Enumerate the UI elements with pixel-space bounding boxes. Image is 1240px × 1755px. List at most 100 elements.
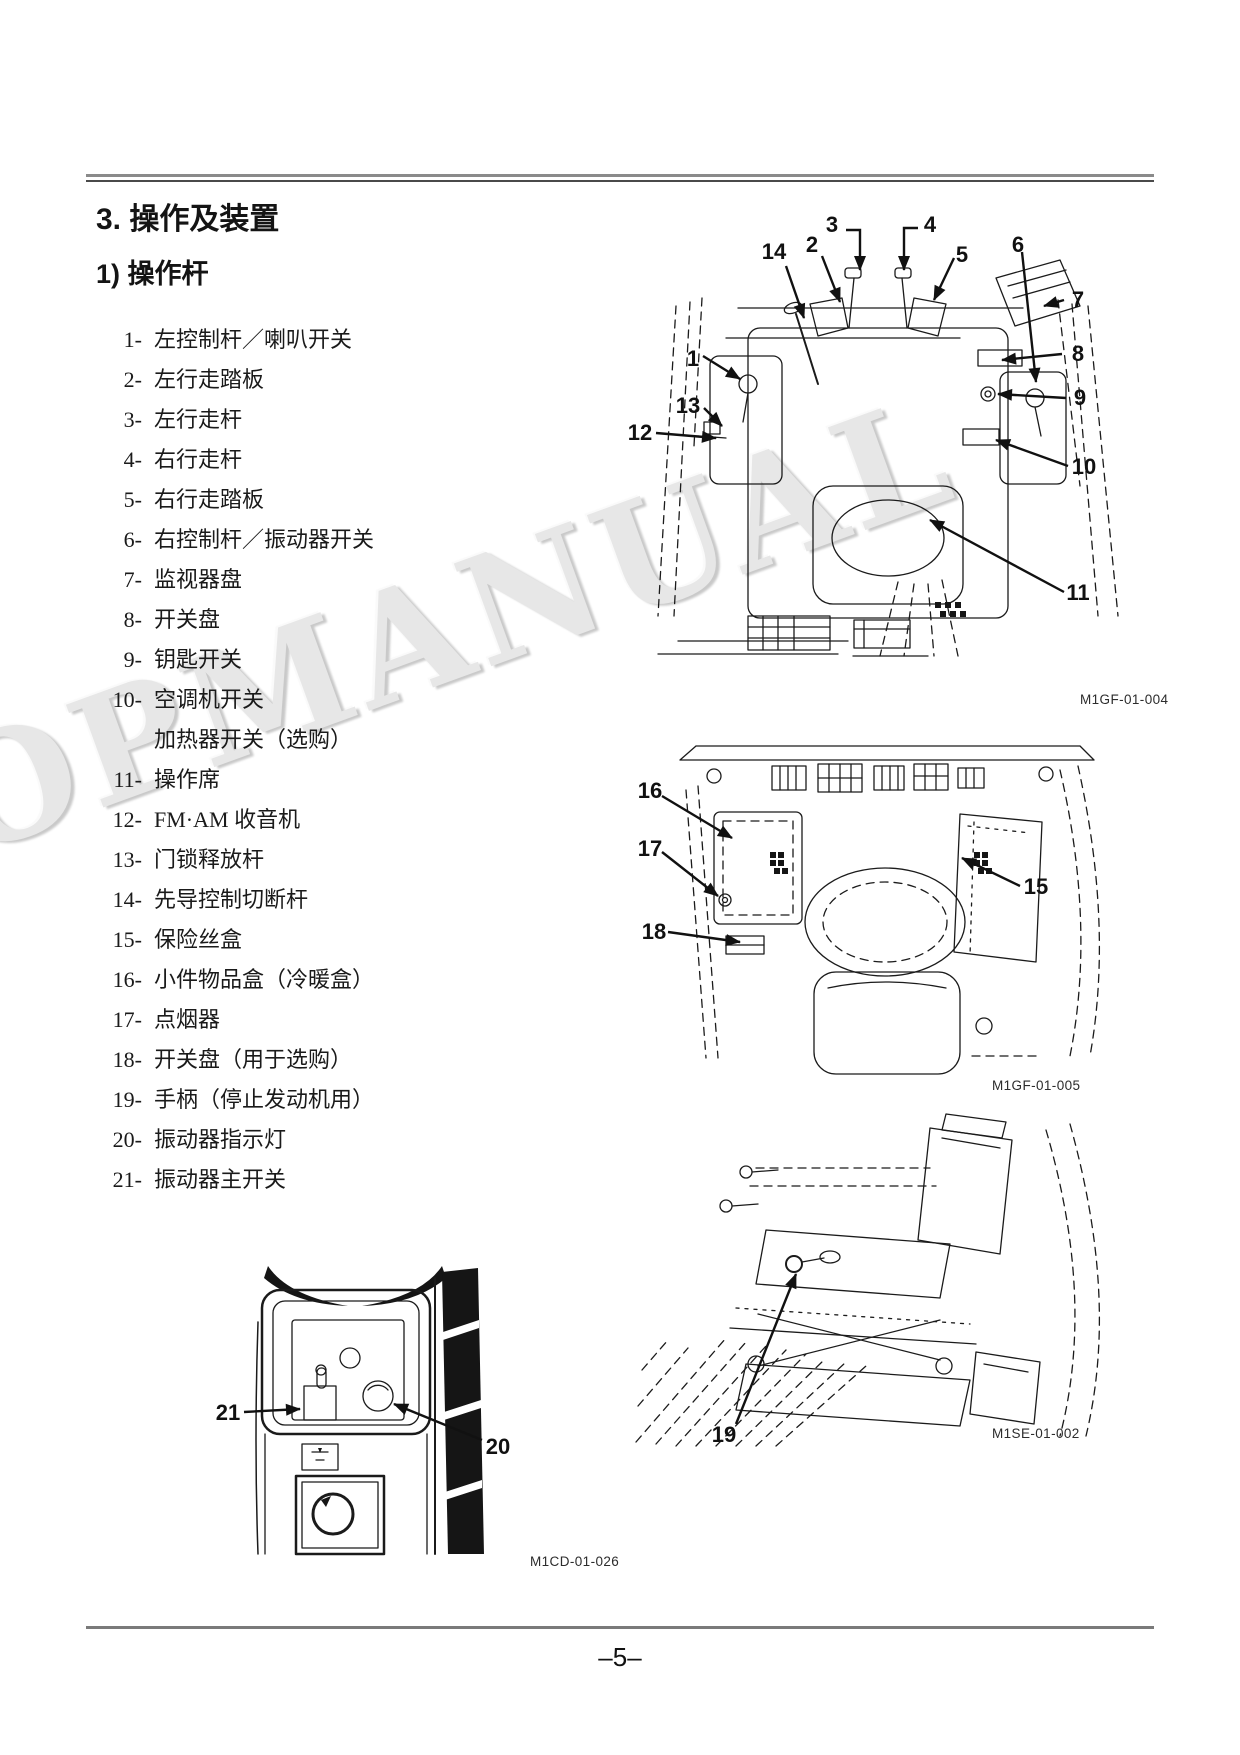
callout-20: 20 (486, 1434, 510, 1459)
item-label: 点烟器 (154, 1007, 221, 1032)
list-item: 4- 右行走杆 (96, 440, 566, 480)
callout-1: 1 (687, 346, 699, 371)
item-label: FM·AM 收音机 (154, 807, 301, 832)
callout-2: 2 (806, 232, 818, 257)
list-item-continuation: 加热器开关（选购） (96, 720, 566, 760)
hatch-grid (935, 602, 966, 617)
callout-4: 4 (924, 212, 937, 237)
callout-19: 19 (712, 1422, 736, 1447)
list-item: 8- 开关盘 (96, 600, 566, 640)
list-item: 2- 左行走踏板 (96, 360, 566, 400)
item-label: 右行走踏板 (154, 487, 265, 512)
item-label: 振动器主开关 (154, 1167, 287, 1192)
item-label: 开关盘（用于选购） (154, 1047, 353, 1072)
item-number: 20- (112, 1127, 142, 1152)
item-number: 3- (123, 407, 142, 432)
item-label: 右行走杆 (154, 447, 243, 472)
item-label: 操作席 (154, 767, 221, 792)
item-number: 14- (112, 887, 142, 912)
item-number: 6- (123, 527, 142, 552)
item-label: 钥匙开关 (154, 647, 243, 672)
callout-labels: 1 2 3 4 5 6 7 8 9 10 11 12 13 14 (628, 212, 1096, 605)
list-item: 1-左控制杆／喇叭开关 (96, 320, 566, 360)
leader-lines (661, 794, 1021, 947)
figure-operator-station-top-view: 1 2 3 4 5 6 7 8 9 10 11 12 13 14 (628, 212, 1119, 657)
item-label: 左行走踏板 (154, 367, 265, 392)
item-number: 17- (112, 1007, 142, 1032)
item-number: 16- (112, 967, 142, 992)
callout-labels: 19 (712, 1422, 736, 1447)
item-number: 19- (112, 1087, 142, 1112)
figure-2-caption: M1GF-01-005 (992, 1078, 1081, 1093)
list-item: 10- 空调机开关 (96, 680, 566, 720)
item-number: 9- (123, 647, 142, 672)
callout-6: 6 (1012, 232, 1024, 257)
item-number: 11- (113, 767, 142, 792)
leader-lines (655, 226, 1069, 594)
leader-lines (243, 1402, 483, 1442)
item-label: 空调机开关 (154, 687, 265, 712)
item-label: 振动器指示灯 (154, 1127, 287, 1152)
item-number: 10- (112, 687, 142, 712)
callout-9: 9 (1074, 385, 1086, 410)
line-art (657, 259, 1119, 657)
list-item: 20- 振动器指示灯 (96, 1120, 566, 1160)
item-number: 8- (123, 607, 142, 632)
figure-4: 21 20 (180, 1262, 540, 1582)
item-label: 监视器盘 (154, 567, 243, 592)
item-label: 手柄（停止发动机用） (154, 1087, 375, 1112)
item-number: 2- (123, 367, 142, 392)
subsection-title: 1) 操作杆 (96, 259, 209, 289)
callout-8: 8 (1072, 341, 1084, 366)
item-number: 4- (123, 447, 142, 472)
list-item: 13- 门锁释放杆 (96, 840, 566, 880)
list-item: 16-小件物品盒（冷暖盒） (96, 960, 566, 1000)
figure-console-panel: 21 20 (216, 1266, 510, 1556)
parts-list: 1-左控制杆／喇叭开关 2-左行走踏板 3-左行走杆 4-右行走杆 5-右行走踏… (96, 320, 566, 1200)
list-item: 6- 右控制杆／振动器开关 (96, 520, 566, 560)
figure-seat-side-view: 19 (635, 1113, 1101, 1447)
item-number: 13- (112, 847, 142, 872)
figure-3-caption: M1SE-01-002 (992, 1426, 1080, 1441)
callout-16: 16 (638, 778, 662, 803)
callout-17: 17 (638, 836, 662, 861)
callout-3: 3 (826, 212, 838, 237)
section-title: 3. 操作及装置 (96, 203, 280, 236)
item-label: 门锁释放杆 (154, 847, 265, 872)
figure-1-caption: M1GF-01-004 (1080, 692, 1169, 707)
list-item: 5-右行走踏板 (96, 480, 566, 520)
list-item: 21- 振动器主开关 (96, 1160, 566, 1200)
item-label: 保险丝盒 (154, 927, 243, 952)
callout-18: 18 (642, 919, 666, 944)
header-rule-thin (86, 180, 1154, 182)
line-art (255, 1266, 484, 1556)
figure-2: 16 17 18 15 (622, 726, 1142, 1086)
callout-10: 10 (1072, 454, 1096, 479)
item-number: 21- (112, 1167, 142, 1192)
figure-1: 1 2 3 4 5 6 7 8 9 10 11 12 13 14 (598, 186, 1158, 711)
line-art (635, 1113, 1101, 1447)
list-item: 17- 点烟器 (96, 1000, 566, 1040)
item-number: 15- (112, 927, 142, 952)
item-number: 12- (112, 807, 142, 832)
footer-rule (86, 1626, 1154, 1629)
list-item: 12- FM·AM 收音机 (96, 800, 566, 840)
callout-7: 7 (1072, 287, 1084, 312)
list-item: 11- 操作席 (96, 760, 566, 800)
callout-labels: 21 20 (216, 1400, 510, 1459)
callout-labels: 16 17 18 15 (638, 778, 1048, 944)
item-label: 右控制杆／振动器开关 (154, 527, 375, 552)
list-item: 9- 钥匙开关 (96, 640, 566, 680)
item-label: 开关盘 (154, 607, 221, 632)
figure-cab-rear-interior: 16 17 18 15 (638, 745, 1101, 1075)
item-label: 先导控制切断杆 (154, 887, 309, 912)
page-number: –5– (598, 1642, 642, 1672)
item-label: 加热器开关（选购） (154, 727, 353, 752)
item-number: 18- (112, 1047, 142, 1072)
callout-5: 5 (956, 242, 968, 267)
leader-lines (734, 1273, 798, 1425)
callout-15: 15 (1024, 874, 1048, 899)
callout-13: 13 (676, 393, 700, 418)
figure-4-caption: M1CD-01-026 (530, 1554, 620, 1569)
